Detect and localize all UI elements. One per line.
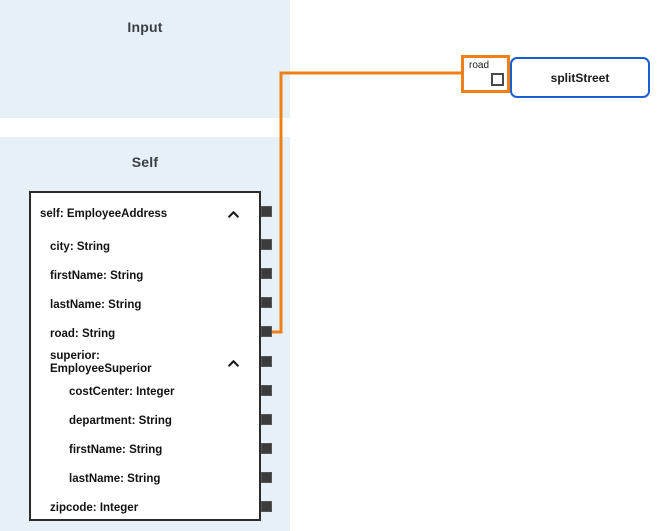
tree-row-label: lastName: String [69,472,161,485]
panel-input-title: Input [127,19,163,35]
tree-row-label: firstName: String [69,443,163,456]
chevron-up-icon[interactable] [227,208,240,221]
tree-row-label: zipcode: Integer [50,501,139,514]
tree-row-firstname[interactable]: firstName: String [31,265,259,287]
node-splitstreet[interactable]: splitStreet [510,57,650,98]
tree-row-label: self: EmployeeAddress [40,207,168,220]
tree-row-costcenter[interactable]: costCenter: Integer [31,381,259,403]
node-splitstreet-label: splitStreet [550,70,610,85]
port-road[interactable] [261,326,272,337]
tree-row-department[interactable]: department: String [31,410,259,432]
port-firstname[interactable] [261,268,272,279]
port-lastname[interactable] [261,297,272,308]
tree-row-label: lastName: String [50,298,142,311]
tree-row-road[interactable]: road: String [31,323,259,345]
port-superior-lastname[interactable] [261,472,272,483]
tree-row-label: city: String [50,240,111,253]
tree-row-lastname[interactable]: lastName: String [31,294,259,316]
panel-input: Input [0,0,290,118]
tree-row-label: road: String [50,327,116,340]
port-department[interactable] [261,414,272,425]
link-road-to-splitstreet [272,71,494,334]
tree-row-label: superior: EmployeeSuperior [50,350,152,375]
node-input-port-label: road [469,60,490,71]
port-costcenter[interactable] [261,385,272,396]
port-superior[interactable] [261,356,272,367]
port-city[interactable] [261,239,272,250]
port-self-root[interactable] [261,206,272,217]
tree-row-label: firstName: String [50,269,144,282]
tree-row-city[interactable]: city: String [31,236,259,258]
node-input-port-road[interactable]: road [461,55,510,93]
tree-row-label: costCenter: Integer [69,385,175,398]
chevron-up-icon[interactable] [227,357,240,370]
tree-row-self-root[interactable]: self: EmployeeAddress [31,203,259,225]
port-square-icon[interactable] [491,73,504,86]
panel-self-title: Self [131,154,159,170]
port-zipcode[interactable] [261,501,272,512]
self-tree-card: self: EmployeeAddress city: String first… [29,191,261,521]
tree-row-superior[interactable]: superior: EmployeeSuperior [31,348,259,378]
tree-row-zipcode[interactable]: zipcode: Integer [31,497,259,519]
tree-row-label: department: String [69,414,172,427]
port-superior-firstname[interactable] [261,443,272,454]
tree-row-superior-lastname[interactable]: lastName: String [31,468,259,490]
tree-row-superior-firstname[interactable]: firstName: String [31,439,259,461]
